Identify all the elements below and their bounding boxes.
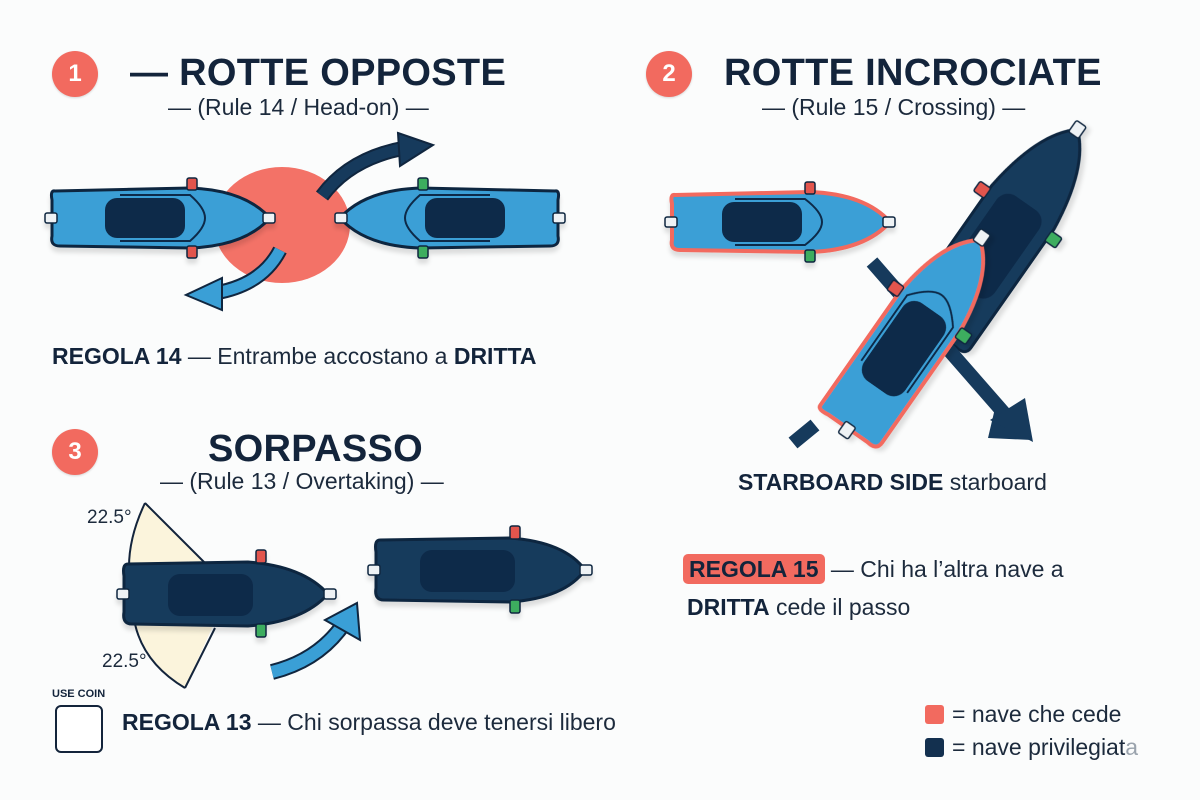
starboard-caption-text: starboard — [943, 469, 1047, 495]
angle-label-bottom: 22.5° — [102, 651, 147, 672]
section-1-title: — ROTTE OPPOSTE — [130, 52, 507, 94]
rule-13-text: REGOLA 13 — Chi sorpassa deve tenersi li… — [122, 709, 616, 736]
rule-15-label: REGOLA 15 — [683, 554, 825, 584]
rule-14-label: REGOLA 14 — [52, 343, 182, 369]
boat-overtaken — [367, 525, 593, 614]
stern-sector-top — [128, 503, 220, 580]
rule-15-body: — Chi ha l’altra nave a — [824, 556, 1064, 582]
starboard-caption-bold: STARBOARD SIDE — [738, 469, 944, 495]
section-2-title: ROTTE INCROCIATE — [724, 52, 1102, 94]
section-1-subtitle: — (Rule 14 / Head-on) — — [168, 94, 429, 120]
starboard-caption: STARBOARD SIDE starboard — [738, 469, 1047, 496]
boat-overtaking — [116, 549, 337, 638]
section-1-badge: 1 — [52, 51, 98, 97]
arrow-turn-starboard-dark — [315, 131, 436, 201]
rule-14-emphasis: DRITTA — [453, 343, 537, 369]
head-on-diagram — [44, 131, 566, 312]
section-2-subtitle: — (Rule 15 / Crossing) — — [762, 94, 1026, 120]
crossing-diagram — [664, 120, 1087, 449]
section-3-badge: 3 — [52, 429, 98, 475]
legend-label-give-way: = nave che cede — [952, 701, 1122, 727]
section-3-subtitle: — (Rule 13 / Overtaking) — — [160, 468, 444, 494]
rule-15-body-2: cede il passo — [769, 594, 911, 620]
angle-label-top: 22.5° — [87, 507, 132, 528]
rule-13-body: — Chi sorpassa deve tenersi libero — [251, 709, 616, 735]
legend-give-way: = nave che cede — [925, 701, 1121, 728]
legend-swatch-stand-on — [925, 738, 944, 757]
use-coin-button[interactable] — [55, 705, 103, 753]
boat-left-give-way — [44, 177, 276, 259]
boat-crossing-horizontal — [664, 181, 896, 263]
boat-right-give-way — [334, 177, 566, 259]
overtaking-diagram — [116, 502, 593, 689]
legend-label-stand-on: = nave privilegiat — [952, 734, 1126, 760]
rule-14-text: REGOLA 14 — Entrambe accostano a DRITTA — [52, 343, 536, 370]
section-2-badge: 2 — [646, 51, 692, 97]
arrow-turn-starboard-light — [183, 246, 287, 312]
section-3-title: SORPASSO — [208, 428, 423, 470]
rule-15-emphasis: DRITTA — [687, 594, 770, 620]
rule-15-text: REGOLA 15 — Chi ha l’altra nave a DRITTA… — [683, 550, 1064, 626]
boat-crossing-give-way — [817, 228, 991, 449]
stern-sector-bottom — [133, 610, 220, 688]
use-coin-label: USE COIN — [52, 688, 106, 700]
arrow-overtaking — [269, 601, 362, 680]
rule-14-body: — Entrambe accostano a — [181, 343, 454, 369]
legend-swatch-give-way — [925, 705, 944, 724]
collision-zone — [214, 167, 350, 283]
rule-13-label: REGOLA 13 — [122, 709, 252, 735]
legend-label-stand-on-faded: a — [1125, 734, 1139, 760]
